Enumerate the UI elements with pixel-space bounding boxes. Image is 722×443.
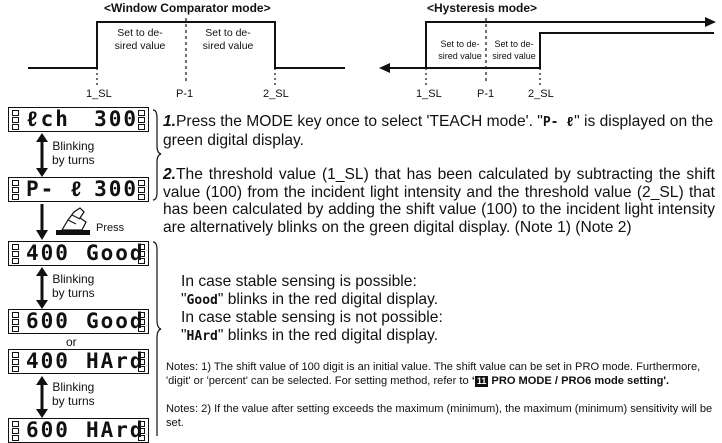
lcd-code-good: Good <box>186 292 218 308</box>
lcd-green-readout: 300 <box>94 177 138 201</box>
lcd-red-readout: 600 <box>26 418 70 442</box>
lcd-code-hard: HArd <box>186 328 218 344</box>
good-line: "Good" blinks in the red digital display… <box>181 290 439 308</box>
window-diagram-title: <Window Comparator mode> <box>104 1 271 15</box>
window-label-2sl: 2_SL <box>263 88 289 100</box>
lcd-hard-display-2: 600 HArd <box>8 418 149 443</box>
stable-sensing-block: In case stable sensing is possible: "Goo… <box>181 273 711 345</box>
note-1: Notes: 1) The shift value of 100 digit i… <box>166 361 701 387</box>
window-waveform <box>28 18 345 86</box>
step-1: 1.Press the MODE key once to select 'TEA… <box>163 113 714 149</box>
window-label-1sl: 1_SL <box>86 88 112 100</box>
lcd-red-readout: P- ℓ <box>26 177 85 201</box>
hysteresis-left-note: Set to de- sired value <box>438 39 482 61</box>
down-arrow-icon <box>36 204 48 240</box>
lcd-code-p1: P- ℓ <box>542 115 575 130</box>
hysteresis-label-1sl: 1_SL <box>416 88 442 100</box>
lcd-red-readout: 400 <box>26 241 70 265</box>
lcd-teach-display: ℓch 300 <box>8 107 149 132</box>
step-2: 2.The threshold value (1_SL) that has be… <box>163 166 715 236</box>
hysteresis-diagram-title: <Hysteresis mode> <box>427 1 538 15</box>
pro-mode-icon: 11 <box>474 376 489 387</box>
double-arrow-icon <box>36 133 48 177</box>
lcd-green-readout: Good <box>86 309 145 333</box>
press-label: Press <box>96 222 125 234</box>
note-2: Notes: 2) If the value after setting exc… <box>166 403 713 429</box>
lcd-green-readout: 300 <box>94 107 138 131</box>
window-label-p1: P-1 <box>176 88 194 100</box>
or-label: or <box>66 335 77 349</box>
hysteresis-waveform <box>379 17 716 86</box>
lcd-green-readout: HArd <box>86 418 145 442</box>
lcd-green-readout: Good <box>86 241 145 265</box>
lcd-hard-display-1: 400 HArd <box>8 349 149 374</box>
lcd-p1-display: P- ℓ 300 <box>8 177 149 202</box>
hysteresis-label-2sl: 2_SL <box>528 88 554 100</box>
brace-icons <box>152 109 162 436</box>
lcd-red-readout: 400 <box>26 349 70 373</box>
lcd-red-readout: ℓch <box>26 107 70 131</box>
finger-press-icon <box>56 207 90 235</box>
hard-line: "HArd" blinks in the red digital display… <box>181 326 439 344</box>
lcd-green-readout: HArd <box>86 349 145 373</box>
lcd-red-readout: 600 <box>26 309 70 333</box>
hysteresis-label-p1: P-1 <box>477 88 495 100</box>
lcd-good-display-2: 600 Good <box>8 309 149 334</box>
stable-not-label: In case stable sensing is not possible: <box>181 309 443 327</box>
window-left-note: Set to de- sired value <box>114 27 166 52</box>
stable-possible-label: In case stable sensing is possible: <box>181 273 417 290</box>
double-arrow-icon <box>36 376 48 418</box>
hysteresis-right-note: Set to de- sired value <box>492 39 536 61</box>
double-arrow-icon <box>36 267 48 309</box>
lcd-good-display-1: 400 Good <box>8 241 149 266</box>
window-right-note: Set to de- sired value <box>202 27 254 52</box>
